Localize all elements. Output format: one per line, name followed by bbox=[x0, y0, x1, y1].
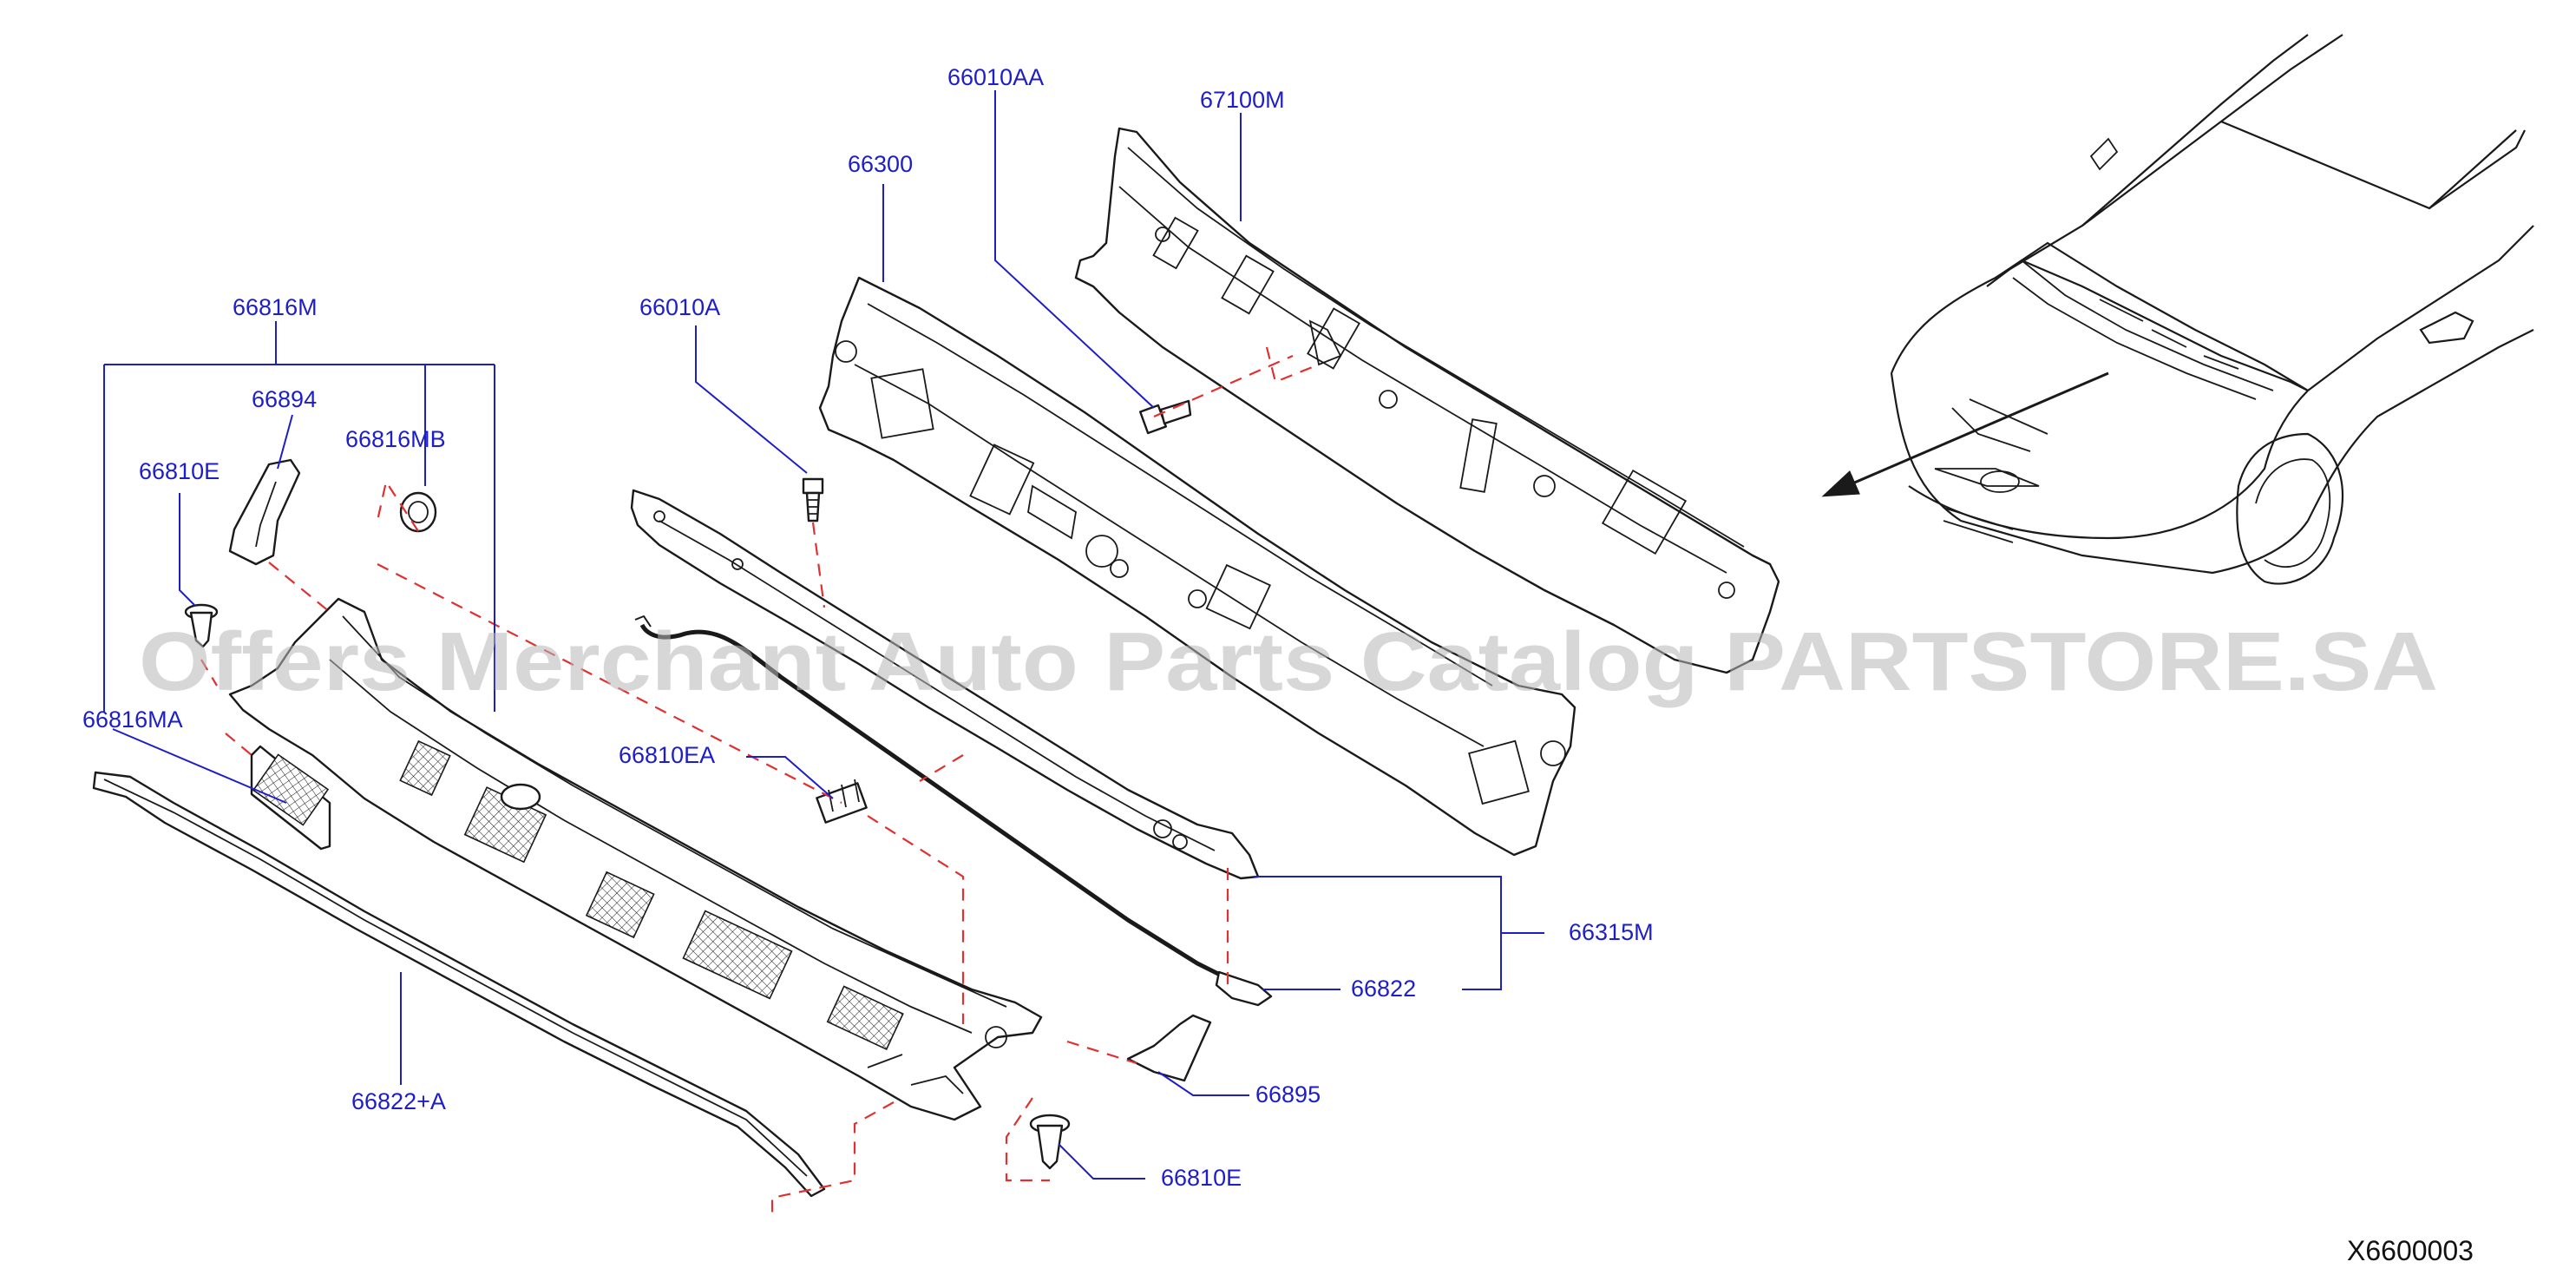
label-66816ma[interactable]: 66816MA bbox=[82, 706, 183, 733]
part-number-labels: 66010AA 67100M 66300 66010A 66816M 66894… bbox=[82, 64, 1654, 1191]
cowl-seal-66315m[interactable] bbox=[630, 489, 1260, 880]
cowl-top-panel-67100m[interactable] bbox=[1074, 127, 1780, 674]
bolt-66010aa[interactable] bbox=[1139, 399, 1192, 435]
corner-trim-66895[interactable] bbox=[1126, 1014, 1212, 1082]
weatherstrip-66822a[interactable] bbox=[92, 771, 826, 1198]
end-cover-66894[interactable] bbox=[228, 458, 301, 566]
cowl-grille-66816m[interactable] bbox=[228, 597, 1043, 1121]
label-66810e-bottom[interactable]: 66810E bbox=[1161, 1165, 1242, 1191]
diagram-code: X6600003 bbox=[2347, 1235, 2474, 1266]
washer-tube-66822[interactable] bbox=[634, 615, 1273, 1007]
grille-end-plate-66816ma[interactable] bbox=[250, 745, 331, 851]
label-66010a[interactable]: 66010A bbox=[639, 294, 720, 320]
label-66822[interactable]: 66822 bbox=[1351, 976, 1416, 1002]
vehicle-inset bbox=[1821, 34, 2534, 585]
clip-66810ea[interactable] bbox=[816, 779, 868, 824]
label-66816mb[interactable]: 66816MB bbox=[345, 426, 446, 452]
leader-lines bbox=[103, 90, 1544, 1180]
label-66822a[interactable]: 66822+A bbox=[351, 1088, 446, 1114]
alignment-dashed-lines bbox=[200, 346, 1320, 1219]
clip-66810e-top[interactable] bbox=[184, 603, 219, 648]
label-66810ea[interactable]: 66810EA bbox=[619, 742, 715, 768]
label-66315m[interactable]: 66315M bbox=[1569, 919, 1654, 945]
label-66300[interactable]: 66300 bbox=[848, 151, 913, 177]
bolt-66010a[interactable] bbox=[802, 477, 824, 522]
label-66894[interactable]: 66894 bbox=[252, 386, 317, 412]
label-66810e-top[interactable]: 66810E bbox=[139, 458, 220, 484]
clip-66810e-bottom[interactable] bbox=[1029, 1114, 1071, 1170]
cowl-reinforcement-66300[interactable] bbox=[818, 276, 1576, 857]
label-66816m[interactable]: 66816M bbox=[233, 294, 318, 320]
watermark-text: Offers Merchant Auto Parts Catalog PARTS… bbox=[139, 615, 2438, 708]
label-67100m[interactable]: 67100M bbox=[1200, 87, 1285, 113]
label-66010aa[interactable]: 66010AA bbox=[947, 64, 1044, 90]
label-66895[interactable]: 66895 bbox=[1255, 1081, 1321, 1107]
